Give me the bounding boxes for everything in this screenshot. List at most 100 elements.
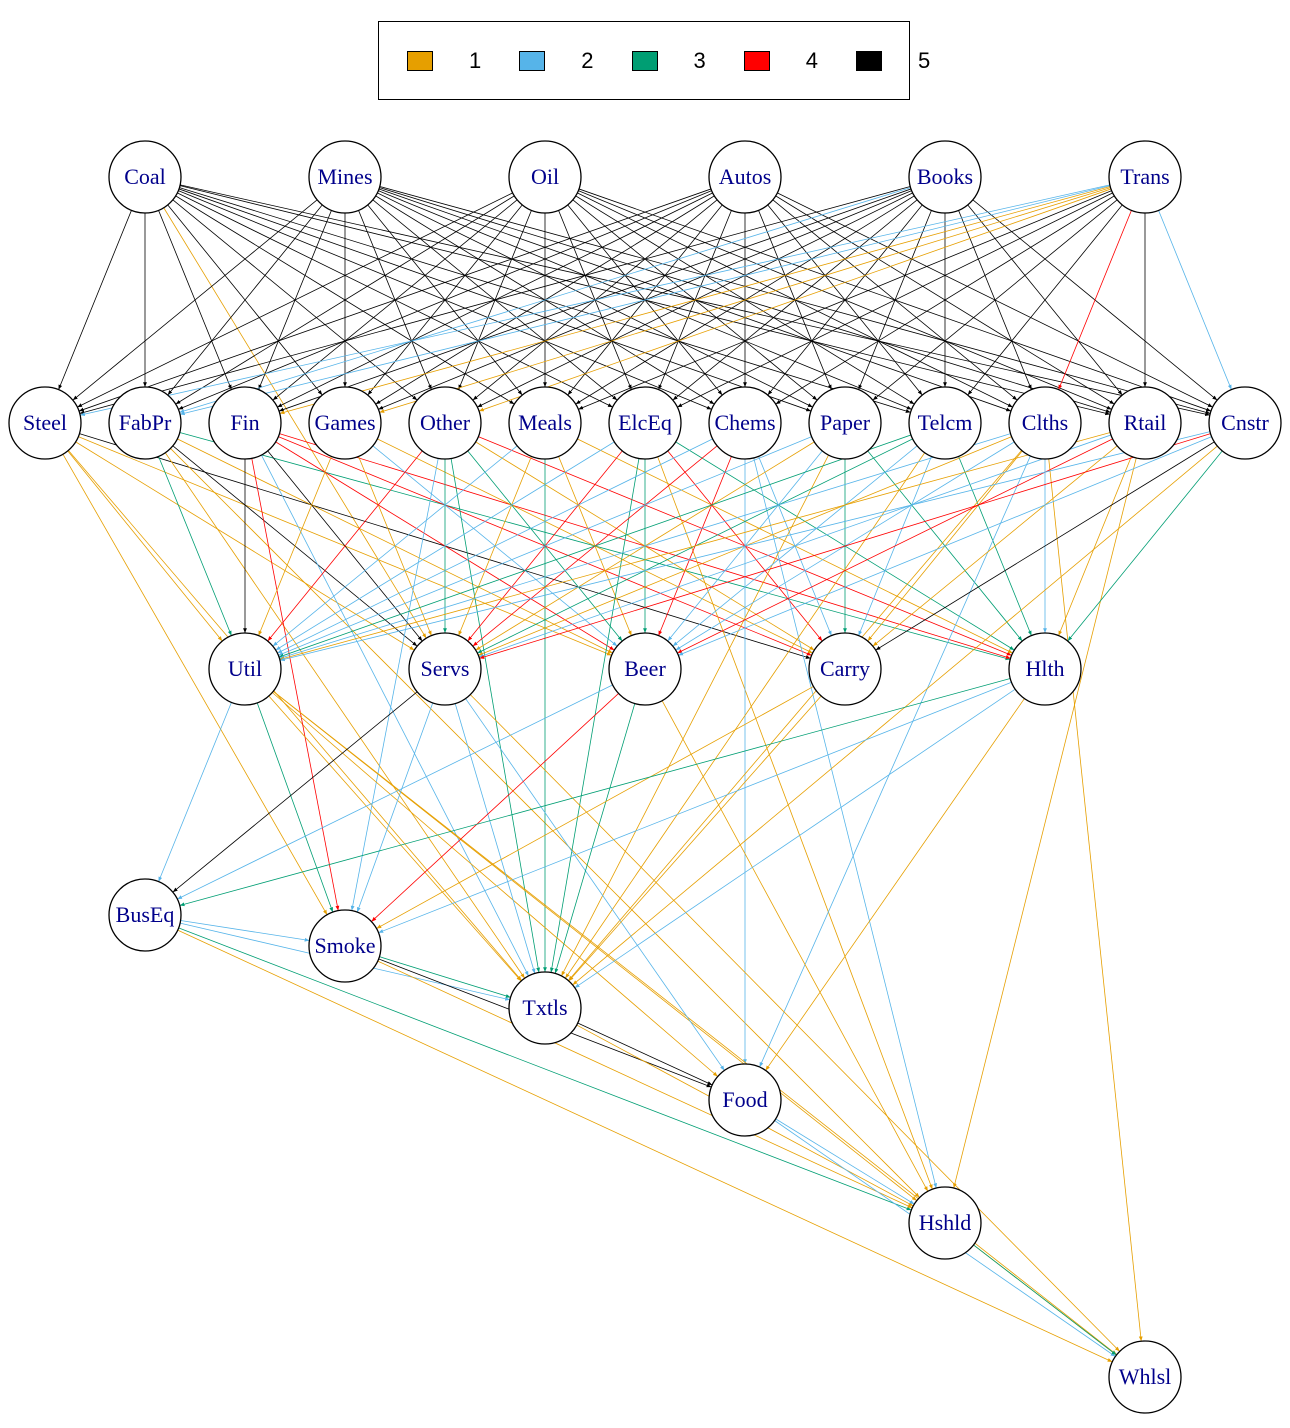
node-circle [1008, 386, 1082, 460]
legend-item-4: 4 [743, 48, 818, 74]
node-chems[interactable]: Chems [708, 386, 782, 460]
node-meals[interactable]: Meals [508, 386, 582, 460]
edge-trans-other [478, 188, 1112, 412]
node-steel[interactable]: Steel [8, 386, 82, 460]
edge-trans-steel [80, 184, 1110, 416]
legend-swatch [631, 50, 658, 71]
edge-food-hshld [775, 1118, 915, 1205]
node-other[interactable]: Other [408, 386, 482, 460]
node-label: Mines [318, 164, 373, 189]
node-elceq[interactable]: ElcEq [608, 386, 682, 460]
node-circle [108, 140, 182, 214]
edge-books-steel [79, 186, 911, 415]
node-circle [908, 140, 982, 214]
edge-carry-smoke [376, 686, 814, 929]
node-label: Meals [518, 410, 572, 435]
edge-smoke-hshld [377, 960, 913, 1209]
edge-rtail-hshld [953, 457, 1137, 1189]
edge-mines-steel [72, 199, 318, 401]
edge-cnstr-beer [678, 436, 1212, 656]
edge-other-smoke [350, 458, 439, 911]
node-txtls[interactable]: Txtls [508, 971, 582, 1045]
node-smoke[interactable]: Smoke [308, 909, 382, 983]
node-paper[interactable]: Paper [808, 386, 882, 460]
edge-fin-smoke [251, 458, 340, 911]
node-trans[interactable]: Trans [1108, 140, 1182, 214]
edge-trans-fin [279, 186, 1111, 415]
edge-buseq-hshld [178, 927, 912, 1211]
legend-swatch [743, 50, 770, 71]
edge-elceq-hshld [657, 456, 933, 1190]
edge-paper-txtls [561, 454, 829, 977]
edge-other-txtls [450, 458, 541, 973]
legend-swatch [519, 50, 546, 71]
node-clths[interactable]: Clths [1008, 386, 1082, 460]
edge-chems-hshld [753, 457, 937, 1189]
node-hlth[interactable]: Hlth [1008, 632, 1082, 706]
node-servs[interactable]: Servs [408, 632, 482, 706]
edge-oil-fabpr [175, 195, 515, 405]
legend-swatch [856, 50, 882, 71]
edge-hlth-txtls [574, 688, 1016, 989]
node-label: Autos [719, 164, 772, 189]
edge-mines-fabpr [167, 204, 323, 396]
edge-beer-txtls [554, 703, 636, 974]
node-coal[interactable]: Coal [108, 140, 182, 214]
node-label: Games [314, 410, 375, 435]
edge-carry-txtls [568, 695, 822, 982]
edge-rtail-beer [677, 438, 1113, 654]
edge-smoke-txtls [379, 956, 511, 998]
legend-item-2: 2 [519, 48, 594, 74]
node-games[interactable]: Games [308, 386, 382, 460]
edge-trans-cnstr [1158, 210, 1232, 390]
edge-autos-fabpr [178, 190, 712, 410]
node-books[interactable]: Books [908, 140, 982, 214]
node-circle [1108, 386, 1182, 460]
edge-hlth-buseq [179, 678, 1011, 907]
edge-elceq-util [275, 441, 615, 651]
edge-buseq-smoke [180, 920, 310, 942]
edge-buseq-whlsl [177, 929, 1113, 1363]
node-label: Trans [1120, 164, 1169, 189]
edge-util-smoke [256, 702, 334, 913]
legend-item-5: 5 [856, 48, 930, 74]
node-fin[interactable]: Fin [208, 386, 282, 460]
node-carry[interactable]: Carry [808, 632, 882, 706]
edge-trans-paper [872, 199, 1118, 401]
edge-cnstr-txtls [572, 445, 1218, 986]
node-autos[interactable]: Autos [708, 140, 782, 214]
edge-rtail-hlth [1058, 456, 1132, 636]
node-circle [808, 632, 882, 706]
node-util[interactable]: Util [208, 632, 282, 706]
node-rtail[interactable]: Rtail [1108, 386, 1182, 460]
node-food[interactable]: Food [708, 1063, 782, 1137]
node-circle [908, 386, 982, 460]
node-circle [608, 386, 682, 460]
node-circle [608, 632, 682, 706]
node-beer[interactable]: Beer [608, 632, 682, 706]
edge-trans-games [379, 187, 1111, 413]
node-mines[interactable]: Mines [308, 140, 382, 214]
edge-steel-smoke [62, 454, 328, 915]
edge-txtls-food [577, 1022, 713, 1086]
node-circle [908, 1186, 982, 1260]
edge-rtail-util [279, 432, 1111, 661]
edge-util-food [272, 692, 718, 1077]
node-buseq[interactable]: BusEq [108, 878, 182, 952]
edge-games-util [258, 456, 332, 636]
edge-servs-smoke [356, 702, 434, 913]
node-whlsl[interactable]: Whlsl [1108, 1340, 1182, 1414]
edge-trans-telcm [967, 204, 1123, 396]
edge-paper-util [278, 436, 812, 656]
edge-steel-txtls [68, 450, 522, 981]
node-label: Books [917, 164, 973, 189]
node-oil[interactable]: Oil [508, 140, 582, 214]
node-telcm[interactable]: Telcm [908, 386, 982, 460]
node-cnstr[interactable]: Cnstr [1208, 386, 1282, 460]
edge-clths-whlsl [1048, 458, 1143, 1342]
node-label: Steel [23, 410, 67, 435]
node-circle [408, 386, 482, 460]
node-hshld[interactable]: Hshld [908, 1186, 982, 1260]
node-fabpr[interactable]: FabPr [108, 386, 182, 460]
